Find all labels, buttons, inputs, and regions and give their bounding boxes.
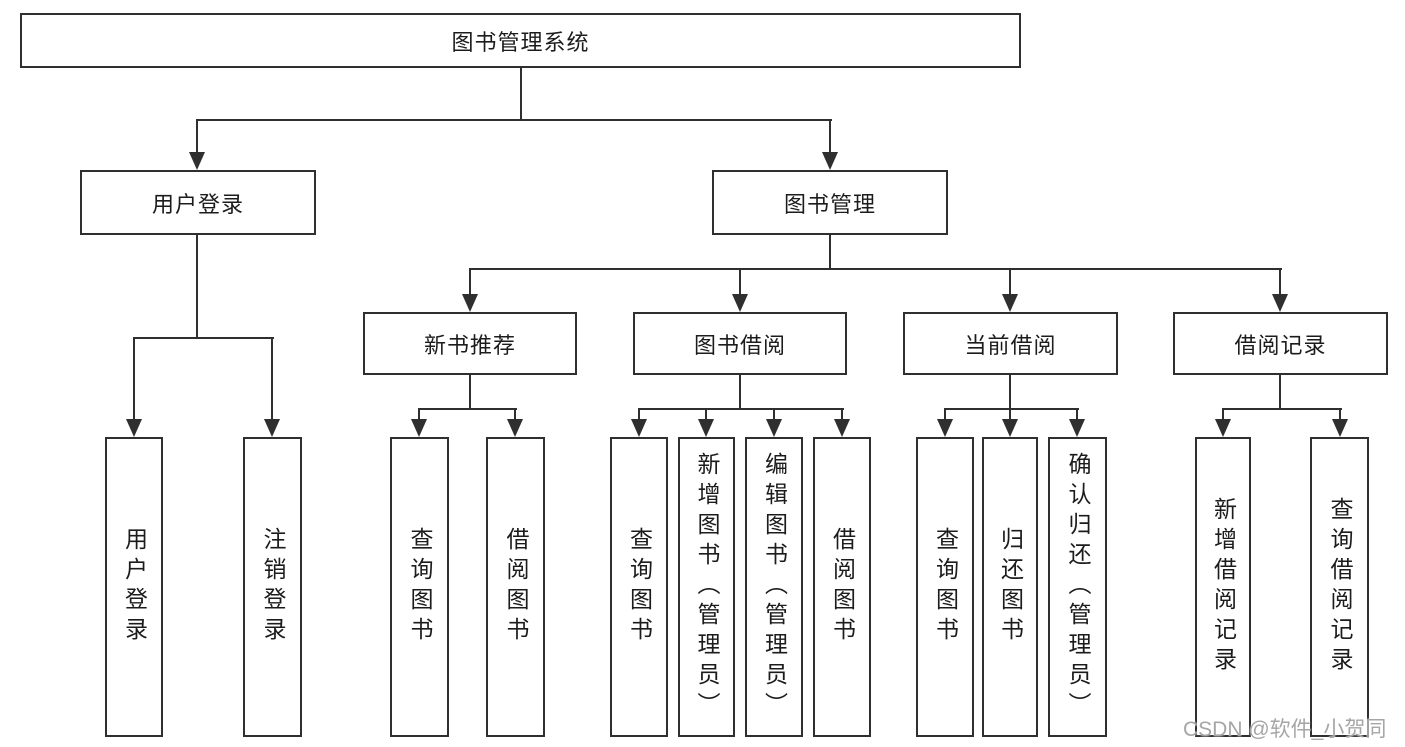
node-book-management-branch: 图书管理 (712, 170, 948, 235)
leaf-return-books: 归还图书 (982, 437, 1038, 737)
connector-line (705, 408, 707, 421)
node-new-book-recommendation: 新书推荐 (363, 312, 577, 375)
connector-line (1222, 408, 1342, 410)
connector-line (841, 408, 843, 421)
connector-line (1339, 408, 1341, 421)
connector-line (520, 68, 522, 121)
connector-line (944, 408, 1079, 410)
leaf-query-books-recommendation: 查询图书 (390, 437, 449, 737)
connector-line (196, 235, 198, 339)
leaf-borrow-books: 借阅图书 (813, 437, 871, 737)
connector-line (1009, 268, 1011, 296)
node-book-borrowing: 图书借阅 (633, 312, 847, 375)
connector-line (773, 408, 775, 421)
node-borrowing-records-label: 借阅记录 (1234, 332, 1327, 358)
node-book-borrowing-label: 图书借阅 (693, 332, 786, 358)
arrowhead-down-icon (822, 152, 838, 170)
leaf-add-book-admin: 新增图书（管理员） (678, 437, 735, 737)
leaf-add-borrow-record-label: 新增借阅记录 (1210, 497, 1237, 677)
leaf-borrow-books-label: 借阅图书 (829, 527, 856, 647)
leaf-return-books-label: 归还图书 (997, 527, 1024, 647)
arrowhead-down-icon (1002, 419, 1018, 437)
connector-line (133, 337, 274, 339)
leaf-add-book-admin-label: 新增图书（管理员） (694, 452, 720, 722)
connector-line (829, 119, 831, 154)
arrowhead-down-icon (264, 419, 280, 437)
node-user-login-branch: 用户登录 (80, 170, 316, 235)
connector-line (739, 268, 741, 296)
node-book-management-branch-label: 图书管理 (783, 191, 876, 217)
node-user-login-branch-label: 用户登录 (151, 191, 244, 217)
connector-line (1222, 408, 1224, 421)
arrowhead-down-icon (937, 419, 953, 437)
leaf-query-books-borrowing-label: 查询图书 (626, 527, 653, 647)
connector-line (196, 119, 832, 121)
connector-line (944, 408, 946, 421)
leaf-logout: 注销登录 (243, 437, 302, 737)
arrowhead-down-icon (126, 419, 142, 437)
connector-line (638, 408, 844, 410)
arrowhead-down-icon (462, 294, 478, 312)
node-borrowing-records: 借阅记录 (1173, 312, 1388, 375)
leaf-confirm-return-admin: 确认归还（管理员） (1048, 437, 1107, 737)
arrowhead-down-icon (507, 419, 523, 437)
csdn-watermark: CSDN @软件_小贺同学 (1183, 718, 1387, 741)
arrowhead-down-icon (732, 294, 748, 312)
arrowhead-down-icon (1069, 419, 1085, 437)
connector-line (469, 268, 471, 296)
connector-line (271, 337, 273, 421)
connector-line (418, 408, 420, 421)
leaf-borrow-books-recommendation-label: 借阅图书 (503, 527, 529, 647)
arrowhead-down-icon (1002, 294, 1018, 312)
arrowhead-down-icon (411, 419, 427, 437)
connector-line (469, 375, 471, 410)
arrowhead-down-icon (1215, 419, 1231, 437)
connector-line (829, 235, 831, 270)
arrowhead-down-icon (834, 419, 850, 437)
leaf-user-login-label: 用户登录 (121, 527, 148, 647)
connector-line (133, 337, 135, 421)
node-current-borrowing: 当前借阅 (903, 312, 1118, 375)
connector-line (1076, 408, 1078, 421)
node-library-management-system-label: 图书管理系统 (451, 29, 590, 55)
connector-line (1009, 375, 1011, 410)
connector-line (1009, 408, 1011, 421)
connector-line (418, 408, 517, 410)
node-new-book-recommendation-label: 新书推荐 (423, 332, 516, 358)
leaf-edit-book-admin-label: 编辑图书（管理员） (761, 452, 788, 722)
connector-line (469, 268, 1282, 270)
connector-line (1279, 375, 1281, 410)
leaf-query-books-recommendation-label: 查询图书 (407, 527, 433, 647)
connector-line (196, 119, 198, 154)
leaf-query-books-current: 查询图书 (916, 437, 974, 737)
leaf-query-books-current-label: 查询图书 (932, 527, 959, 647)
leaf-borrow-books-recommendation: 借阅图书 (486, 437, 545, 737)
connector-line (1279, 268, 1281, 296)
arrowhead-down-icon (631, 419, 647, 437)
leaf-user-login: 用户登录 (105, 437, 163, 737)
arrowhead-down-icon (698, 419, 714, 437)
leaf-confirm-return-admin-label: 确认归还（管理员） (1065, 452, 1091, 722)
node-library-management-system: 图书管理系统 (20, 13, 1021, 68)
leaf-query-borrow-record-label: 查询借阅记录 (1327, 497, 1353, 677)
leaf-query-books-borrowing: 查询图书 (610, 437, 668, 737)
leaf-query-borrow-record: 查询借阅记录 (1310, 437, 1369, 737)
node-current-borrowing-label: 当前借阅 (964, 332, 1057, 358)
arrowhead-down-icon (766, 419, 782, 437)
arrowhead-down-icon (1332, 419, 1348, 437)
arrowhead-down-icon (189, 152, 205, 170)
leaf-add-borrow-record: 新增借阅记录 (1195, 437, 1251, 737)
leaf-logout-label: 注销登录 (260, 527, 286, 647)
arrowhead-down-icon (1272, 294, 1288, 312)
connector-line (638, 408, 640, 421)
connector-line (514, 408, 516, 421)
leaf-edit-book-admin: 编辑图书（管理员） (745, 437, 803, 737)
connector-line (739, 375, 741, 410)
